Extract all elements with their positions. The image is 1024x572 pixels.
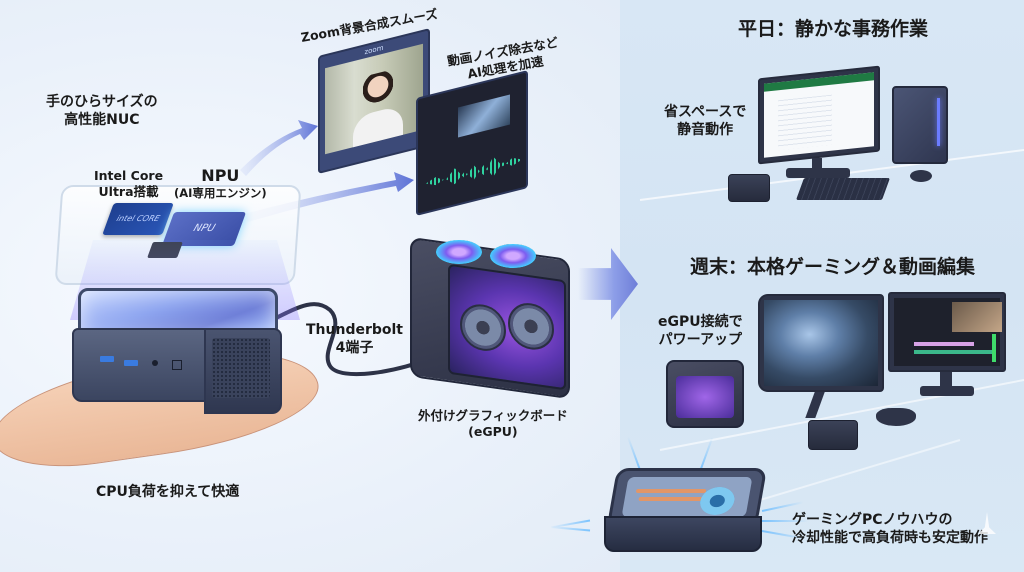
timeline-track [914,342,974,346]
egpu-line1: 外付けグラフィックボード [418,408,568,423]
arrow-up-right-icon [240,120,318,176]
gamepad-icon [876,408,916,426]
intel-line1: Intel Core [94,168,164,183]
egpu-line2: (eGPU) [468,423,518,439]
editing-monitor-base [920,386,974,396]
egpu-window [448,263,566,391]
airflow-line [762,520,808,522]
cpu-caption: CPU負荷を抑えて快適 [96,484,240,500]
weekday-note-line1: 省スペースで [664,104,747,120]
nuc-caption: 手のひらサイズの 高性能NUC [46,94,158,129]
mini-pc-office [728,174,770,202]
cooling-nuc-front [604,516,762,552]
egpu-small [666,360,744,428]
top-fan-icon [490,244,536,268]
npu-label: NPU (AI専用エンジン) [174,166,267,200]
person-avatar [363,69,393,111]
game-screen [764,300,878,386]
nuc-caption-line2: 高性能NUC [64,111,140,128]
vent-grill [212,338,270,398]
heatpipe [638,497,709,501]
video-edit-screen [894,298,1002,366]
intel-line2: Ultra搭載 [98,183,159,199]
weekend-note-line2: パワーアップ [658,331,743,348]
spreadsheet-screen [764,72,874,158]
thunderbolt-label: Thunderbolt 4端子 [306,322,403,357]
gaming-monitor [758,294,884,392]
weekend-note: eGPU接続で パワーアップ [658,314,743,349]
usb-port-icon [100,356,114,362]
video-preview [458,94,510,138]
spreadsheet-ribbon [764,72,874,92]
gpu-fan-icon [508,300,554,353]
weekend-title: 週末：本格ゲーミング＆動画編集 [690,256,976,278]
editing-monitor [888,292,1006,372]
egpu-label: 外付けグラフィックボード (eGPU) [418,408,568,439]
thunderbolt-line2: 4端子 [335,339,374,356]
tower-pc [892,86,948,164]
audio-meter [992,334,996,362]
heatpipe [635,489,707,493]
usb-port-icon [124,360,138,366]
keyboard-icon [795,178,891,200]
mini-pc-gaming [808,420,858,450]
cooling-internals [621,477,753,517]
thunderbolt-line1: Thunderbolt [306,322,404,338]
nuc-front-panel [72,328,206,402]
intel-chip-icon: intel CORE [102,203,174,235]
audio-waveform [426,150,522,194]
spreadsheet-rows [778,94,832,151]
nuc-caption-line1: 手のひらサイズの [46,94,158,110]
cooling-line1: ゲーミングPCノウハウの [792,512,953,528]
cooling-line2: 冷却性能で高負荷時も安定動作 [792,529,988,546]
cooling-caption: ゲーミングPCノウハウの 冷却性能で高負荷時も安定動作 [792,512,988,547]
npu-subtitle: (AI専用エンジン) [174,186,267,200]
thunderbolt-cable [275,302,437,377]
weekday-note-line2: 静音動作 [677,121,734,138]
intel-core-label: Intel Core Ultra搭載 [94,168,163,199]
top-fan-icon [436,240,482,264]
monitor-base [786,168,850,178]
weekday-title: 平日：静かな事務作業 [738,18,929,40]
edit-preview [952,302,1002,332]
timeline-track [914,350,994,354]
mouse-icon [910,170,932,182]
gpu-fan-icon [460,301,506,354]
person-shirt [353,104,403,148]
audio-jack-icon [152,360,158,366]
power-button-icon [172,360,182,370]
monitor-stand [812,158,822,172]
egpu-small-window [676,376,734,418]
weekend-note-line1: eGPU接続で [658,314,743,330]
editing-monitor-stand [940,372,952,388]
office-monitor [758,65,880,165]
npu-title: NPU [201,166,240,185]
weekday-note: 省スペースで 静音動作 [664,104,746,139]
